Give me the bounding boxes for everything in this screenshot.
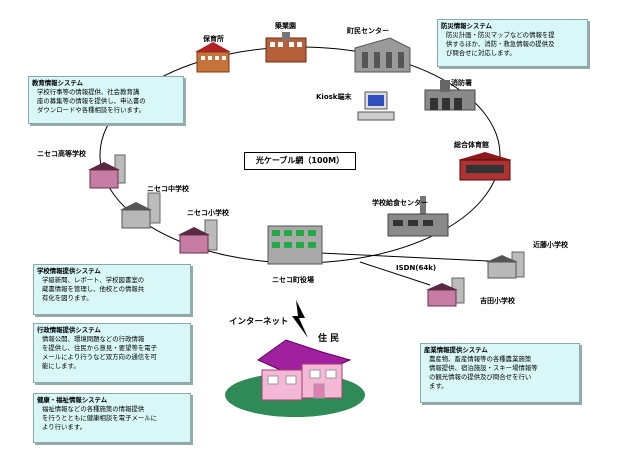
internet-label: インターネット — [229, 317, 289, 327]
kiosk-terminal-icon — [357, 91, 395, 121]
note-line: 有化を図ります。 — [42, 294, 93, 302]
note-line: 学級新聞、レポート、学校図書室の — [42, 276, 145, 284]
note-kenko-title: 健康・福祉情報システム — [37, 396, 108, 404]
kondo-shogakko-label: 近藤小学校 — [533, 241, 568, 249]
note-gyosei: 行政情報提供システム 情報公開、環境問題などの行政情報 を提供し、住民から意見・… — [33, 323, 191, 383]
kondo-shogakko-building-icon — [486, 251, 525, 279]
note-bosai: 防災情報システム 防災計画・防災マップなどの情報を提 供するほか、消防・救急情報… — [437, 19, 588, 67]
niseko-shogakko-building-icon — [178, 219, 218, 254]
note-line: より行います。 — [42, 423, 86, 431]
note-line: を提供し、住民から意見・要望等を電子 — [42, 344, 158, 352]
note-line: ダウンロードや各種相談を行います。 — [37, 106, 145, 114]
shobosho-label: 消防署 — [451, 79, 472, 87]
chomin-center-building-icon — [354, 37, 411, 73]
note-line: 防災計画・防災マップなどの情報を提 — [446, 31, 555, 39]
note-line: び問合せに対応します。 — [446, 49, 516, 57]
yakuba-label: ニセコ町役場 — [272, 276, 314, 284]
kiosk-label: Kiosk端末 — [316, 93, 352, 101]
niseko-koko-building-icon — [88, 154, 126, 189]
yoshida-shogakko-building-icon — [426, 277, 465, 307]
note-line: を行うとともに健康相談を電子メールに — [42, 414, 158, 422]
shobosho-building-icon — [424, 80, 476, 111]
kyushoku-center-building-icon — [387, 196, 449, 237]
note-kenko: 健康・福祉情報システム 福祉情報などの各種施策の情報提供 を行うとともに健康相談… — [33, 393, 191, 443]
note-line: 供するほか、消防・救急情報の提供及 — [446, 40, 555, 48]
note-gakko-title: 学校情報提供システム — [37, 267, 101, 275]
niseko-koko-label: ニセコ高等学校 — [37, 150, 86, 158]
niseko-chugakko-label: ニセコ中学校 — [147, 185, 189, 193]
isdn-label: ISDN(64k) — [396, 264, 437, 272]
note-sangyo-title: 産業情報提供システム — [424, 346, 488, 354]
note-gyosei-title: 行政情報提供システム — [37, 326, 101, 334]
note-line: 学校行事等の情報提供、社会教育講 — [37, 88, 140, 96]
house-icon — [225, 339, 365, 417]
note-line: 農産物、畜産情報等の各種農業施策 — [429, 355, 532, 363]
note-line: 情報公開、環境問題などの行政情報 — [42, 335, 145, 343]
yoshida-shogakko-label: 吉田小学校 — [480, 297, 515, 305]
note-line: メールにより行うなど双方向の通信を可 — [42, 353, 157, 361]
sogo-taiikukan-label: 総合体育館 — [454, 141, 489, 149]
note-sangyo: 産業情報提供システム 農産物、畜産情報等の各種農業施策 情報提供、宿泊施設・スキ… — [420, 343, 580, 403]
yakuba-building-icon — [267, 225, 323, 265]
fiber-network-label: 光ケーブル網（100M） — [244, 152, 356, 170]
jumin-label: 住 民 — [318, 334, 340, 344]
note-line: の観光情報の提供及び問合せを行い — [429, 373, 532, 381]
kenzo-label: 築業園 — [275, 22, 296, 30]
note-kyoiku-title: 教育情報システム — [32, 79, 83, 87]
sogo-taiikukan-building-icon — [458, 152, 512, 181]
note-line: 能にします。 — [42, 362, 80, 370]
note-gakko: 学校情報提供システム 学級新聞、レポート、学校図書室の 蔵書情報を管理し、他校と… — [33, 264, 191, 315]
note-bosai-title: 防災情報システム — [441, 22, 492, 30]
kenzo-building-icon — [265, 32, 307, 63]
hoikusho-label: 保育所 — [203, 35, 224, 43]
niseko-chugakko-building-icon — [120, 192, 161, 229]
hoikusho-building-icon — [195, 42, 231, 73]
note-line: 福祉情報などの各種施策の情報提供 — [42, 405, 145, 413]
note-line: 情報提供、宿泊施設・スキー場情報等 — [429, 364, 538, 372]
niseko-shogakko-label: ニセコ小学校 — [187, 209, 229, 217]
kyushoku-center-label: 学校給食センター — [372, 199, 428, 207]
note-kyoiku: 教育情報システム 学校行事等の情報提供、社会教育講 座の募集等の情報を提供し、申… — [28, 76, 184, 124]
note-line: 蔵書情報を管理し、他校との情報共 — [42, 285, 145, 293]
note-line: 座の募集等の情報を提供し、申込書の — [37, 97, 146, 105]
note-line: ます。 — [429, 382, 448, 390]
chomin-center-label: 町民センター — [347, 27, 389, 35]
